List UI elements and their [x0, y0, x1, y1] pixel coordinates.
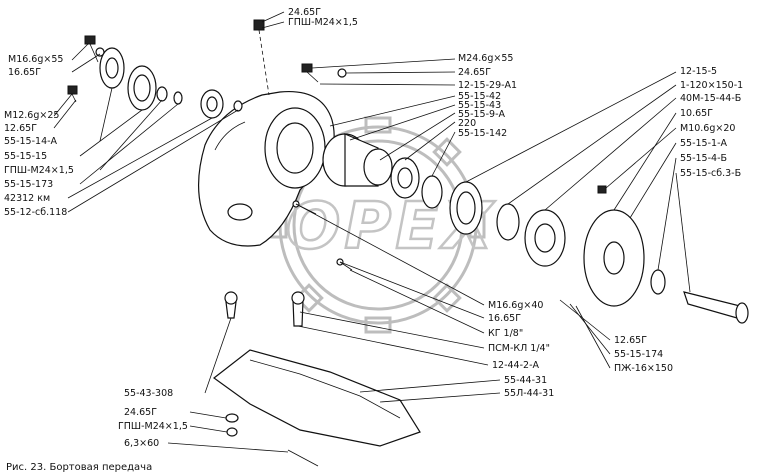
label-40: 24.65Г — [124, 407, 157, 418]
label-18: 55-15-173 — [4, 179, 53, 190]
label-39: 55-43-308 — [124, 388, 173, 399]
label-31: КГ 1/8" — [488, 328, 523, 339]
label-28: 55-15-сб.3-Б — [680, 168, 741, 179]
label-38: 55Л-44-31 — [504, 388, 554, 399]
label-9: 55-15-43 — [458, 100, 501, 111]
leader-lines — [53, 11, 691, 453]
label-29: М16.6g×40 — [488, 300, 543, 311]
label-37: 55-44-31 — [504, 375, 547, 386]
hub-assembly — [524, 185, 749, 324]
label-15: 55-15-14-А — [4, 136, 58, 147]
label-16: 55-15-15 — [4, 151, 47, 162]
label-19: 42312 км — [4, 193, 50, 204]
left-hardware — [67, 35, 243, 119]
label-41: ГПШ-М24×1,5 — [118, 421, 188, 432]
label-12: 55-15-142 — [458, 128, 507, 139]
label-13: М12.6g×25 — [4, 110, 59, 121]
label-27: 55-15-4-Б — [680, 153, 727, 164]
label-21: 12-15-5 — [680, 66, 717, 77]
label-14: 12.65Г — [4, 123, 37, 134]
label-6: 24.65Г — [458, 67, 491, 78]
label-4: 16.65Г — [8, 67, 41, 78]
label-32: ПСМ-КЛ 1/4" — [488, 343, 550, 354]
label-24: 10.65Г — [680, 108, 713, 119]
gear-shaft — [322, 133, 520, 241]
label-17: ГПШ-М24×1,5 — [4, 165, 74, 176]
label-11: 220 — [458, 118, 476, 129]
label-20: 55-12-сб.118 — [4, 207, 67, 218]
lower-hardware — [212, 200, 421, 467]
figure-caption: Рис. 23. Бортовая передача — [6, 462, 152, 473]
label-26: 55-15-1-А — [680, 138, 728, 149]
label-1: 24.65Г — [288, 7, 321, 18]
label-33: 12.65Г — [614, 335, 647, 346]
label-8: 55-15-42 — [458, 91, 501, 102]
label-35: ПЖ-16×150 — [614, 363, 673, 374]
label-3: М16.6g×55 — [8, 54, 63, 65]
label-34: 55-15-174 — [614, 349, 663, 360]
label-30: 16.65Г — [488, 313, 521, 324]
label-2: ГПШ-М24×1,5 — [288, 17, 358, 28]
label-10: 55-15-9-А — [458, 109, 506, 120]
label-5: М24.6g×55 — [458, 53, 513, 64]
label-22: 1-120×150-1 — [680, 80, 743, 91]
housing — [198, 90, 335, 247]
part-labels: 24.65Г ГПШ-М24×1,5 М16.6g×55 16.65Г М24.… — [4, 7, 743, 449]
label-42: 6,3×60 — [124, 438, 159, 449]
label-25: М10.6g×20 — [680, 123, 735, 134]
label-36: 12-44-2-А — [492, 360, 540, 371]
label-7: 12-15-29-А1 — [458, 80, 517, 91]
label-23: 40М-15-44-Б — [680, 93, 741, 104]
